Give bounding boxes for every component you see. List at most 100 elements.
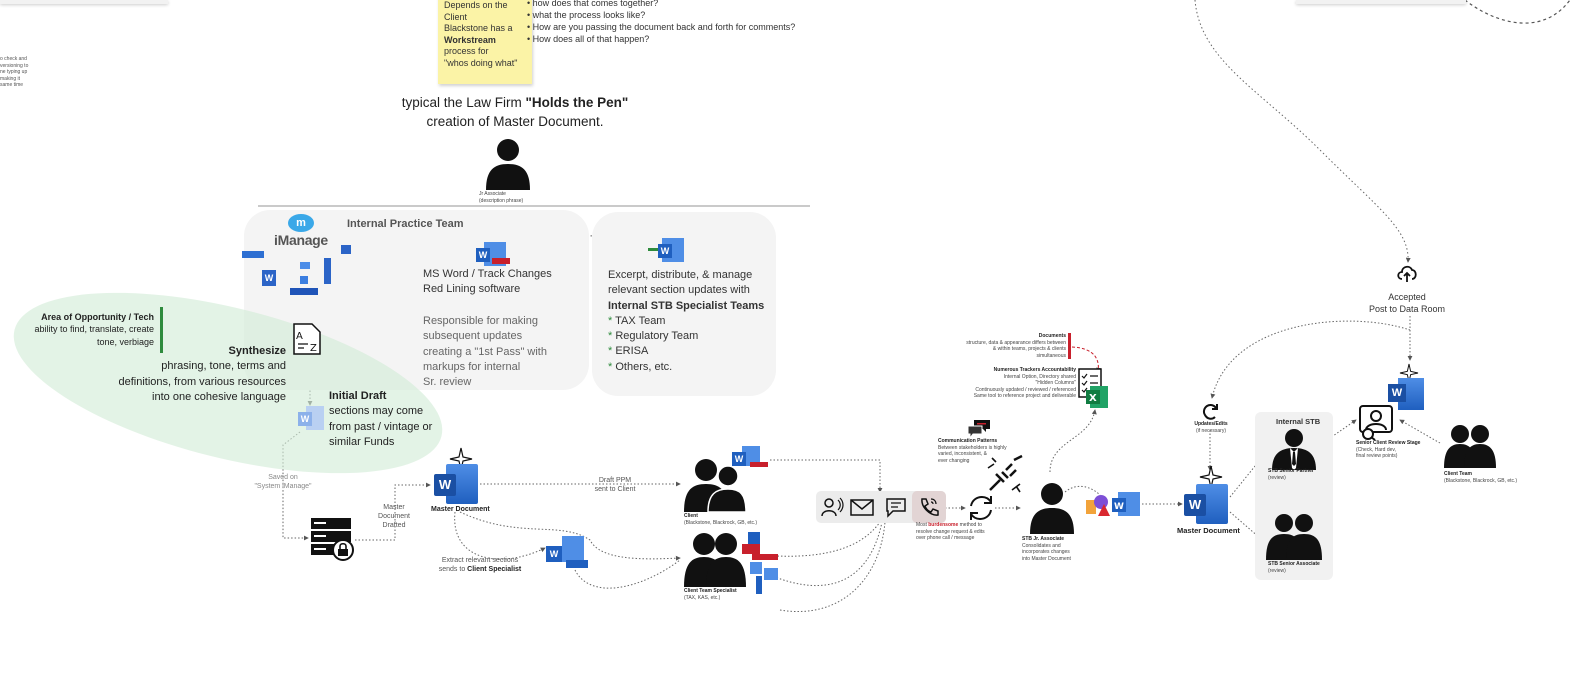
doc-bar-icon bbox=[324, 258, 331, 284]
doc-bar-icon bbox=[300, 276, 308, 284]
draft-ppm-line: sent to Client bbox=[594, 486, 636, 494]
sticky-line: process for bbox=[444, 46, 489, 57]
msword-desc-line: creating a "1st Pass" with bbox=[423, 345, 547, 358]
voice-icon[interactable] bbox=[821, 497, 844, 517]
client-team-sub: (Blackstone, Blackrock, GB, etc.) bbox=[1444, 477, 1518, 484]
sync-icon bbox=[970, 495, 992, 521]
draft-ppm-line: Draft PPM bbox=[598, 477, 632, 484]
sticky-line-bold: Workstream bbox=[444, 34, 496, 45]
phone-icon[interactable] bbox=[918, 497, 940, 517]
email-icon[interactable] bbox=[850, 499, 874, 516]
senior-partner-sub: (review) bbox=[1268, 474, 1286, 481]
doc-bar-icon bbox=[341, 245, 351, 254]
sticky-note[interactable]: Depends on the Client Blackstone has a W… bbox=[438, 0, 532, 84]
doc-bar-icon bbox=[242, 251, 264, 258]
documents-title: Documents bbox=[1038, 333, 1066, 339]
accepted-word-icon: W bbox=[1386, 363, 1426, 412]
trackers-line: Internal Option, Directory shared bbox=[1003, 373, 1076, 380]
specialist-doc-stack-icon bbox=[742, 532, 784, 596]
updates-title: Updates/Edits bbox=[1194, 421, 1228, 427]
chat-icon[interactable] bbox=[885, 497, 907, 518]
dotted-specialist-to-comm bbox=[759, 521, 886, 612]
trackers-line: Continuously updated / reviewed / refere… bbox=[975, 386, 1076, 393]
person-icon bbox=[486, 139, 530, 190]
msword-line2: Red Lining software bbox=[423, 283, 521, 295]
excerpt-item: * TAX Team bbox=[608, 314, 666, 327]
initial-draft-title: Initial Draft bbox=[329, 390, 387, 402]
sticky-line: "whos doing what" bbox=[444, 57, 518, 68]
msword-desc-line: markups for internal bbox=[423, 360, 521, 373]
saved-on-label: Saved on "System iManage" bbox=[254, 473, 312, 491]
headline: typical the Law Firm "Holds the Pen" cre… bbox=[360, 94, 670, 132]
cloud-upload-icon bbox=[1397, 265, 1417, 282]
senior-partner-title: STB Senior Partner bbox=[1268, 468, 1314, 474]
left-note-line: versioning to bbox=[0, 62, 29, 69]
accepted-label: Accepted Post to Data Room bbox=[1360, 291, 1454, 315]
initial-draft-line: from past / vintage or bbox=[329, 420, 433, 433]
trackers-line: "Hidden Columns" bbox=[1035, 380, 1076, 386]
business-person-icon bbox=[1272, 429, 1316, 470]
excerpt-line: relevant section updates with bbox=[608, 284, 750, 297]
saved-on-line: "System iManage" bbox=[254, 483, 312, 491]
saved-on-line: Saved on bbox=[268, 474, 298, 481]
extract-line: sends to Client Specialist bbox=[438, 566, 522, 574]
svg-text:W: W bbox=[1114, 502, 1124, 512]
jr-associate-title: Jr Associate bbox=[479, 191, 506, 197]
question-item: • what the process looks like? bbox=[527, 10, 646, 21]
svg-text:X: X bbox=[1089, 393, 1097, 404]
secure-server-icon bbox=[311, 518, 354, 561]
specialist-doc-icon: W bbox=[546, 536, 588, 570]
doc-bar-icon bbox=[300, 262, 310, 269]
group-icon bbox=[1444, 425, 1496, 468]
left-note-line: ne typing up bbox=[0, 69, 28, 75]
refresh-icon bbox=[1202, 403, 1218, 420]
synthesize-line: phrasing, tone, terms and bbox=[161, 360, 286, 373]
excerpt-text: Excerpt, distribute, & manage relevant s… bbox=[608, 268, 764, 375]
accepted-line: Post to Data Room bbox=[1368, 304, 1446, 315]
draft-ppm-label: Draft PPM sent to Client bbox=[590, 476, 640, 494]
headline-line1: typical the Law Firm "Holds the Pen" bbox=[401, 95, 629, 110]
dotted-master-to-specialist-2 bbox=[459, 511, 681, 561]
documents-red-bar bbox=[1068, 333, 1071, 359]
dotted-master-to-specialist-1 bbox=[454, 511, 546, 560]
client-word-icon: W bbox=[732, 446, 770, 472]
initial-draft-line: similar Funds bbox=[329, 435, 395, 448]
dotted-clientteam-to-review bbox=[1399, 419, 1441, 444]
review-user-icon bbox=[1359, 405, 1393, 441]
master-word-icon: W bbox=[432, 447, 480, 504]
comm-pattern-text: Communication Patterns Between stakehold… bbox=[938, 438, 1007, 464]
checklist-excel-icon: X bbox=[1078, 368, 1108, 408]
synthesize-title: Synthesize bbox=[228, 345, 286, 357]
excerpt-item: * ERISA bbox=[608, 345, 649, 358]
dotted-jr-to-apps bbox=[1064, 485, 1101, 496]
msword-desc-line: Sr. review bbox=[423, 376, 472, 389]
question-item: • How does all of that happen? bbox=[527, 34, 650, 45]
senior-associate-sub: (review) bbox=[1268, 567, 1286, 574]
client-specialist-sub: (TAX, KAS, etc.) bbox=[684, 595, 721, 601]
stb-jr-text: STB Jr. Associate Consolidates and incor… bbox=[1022, 536, 1071, 562]
left-note-line: same time bbox=[0, 82, 24, 88]
accepted-line: Accepted bbox=[1388, 292, 1426, 302]
apps-cluster-icon: W bbox=[1086, 492, 1140, 516]
imanage-badge-icon: m bbox=[288, 214, 314, 232]
trackers-line: Same tool to reference project and deliv… bbox=[973, 393, 1076, 399]
extract-line: Extract relevant sections bbox=[441, 557, 519, 564]
dotted-specialist-curve bbox=[574, 559, 681, 589]
documents-line: & within teams, projects & clients bbox=[992, 346, 1066, 352]
excerpt-item: * Regulatory Team bbox=[608, 330, 699, 343]
master-document-label-right: Master Document bbox=[1177, 526, 1240, 535]
stb-jr-line: Consolidates and bbox=[1022, 542, 1061, 549]
dotted-server-to-master bbox=[355, 482, 431, 541]
dotted-master-to-associate bbox=[1229, 511, 1269, 546]
person-icon bbox=[1030, 483, 1074, 534]
svg-text:Z: Z bbox=[310, 343, 317, 354]
draft-doc-icon: W bbox=[298, 406, 326, 432]
senior-client-review-title: Senior Client Review Stage bbox=[1356, 440, 1421, 446]
red-dashed-doc-to-tracker bbox=[1071, 346, 1102, 373]
question-item: • How are you passing the document back … bbox=[527, 22, 796, 33]
dashed-curve-top-right bbox=[1464, 0, 1571, 24]
imanage-logo: m iManage bbox=[274, 212, 334, 252]
msword-line1: MS Word / Track Changes bbox=[423, 268, 552, 280]
master-drafted-label: Master Document Drafted bbox=[374, 503, 414, 530]
clipped-card-top-right bbox=[1296, 0, 1466, 4]
